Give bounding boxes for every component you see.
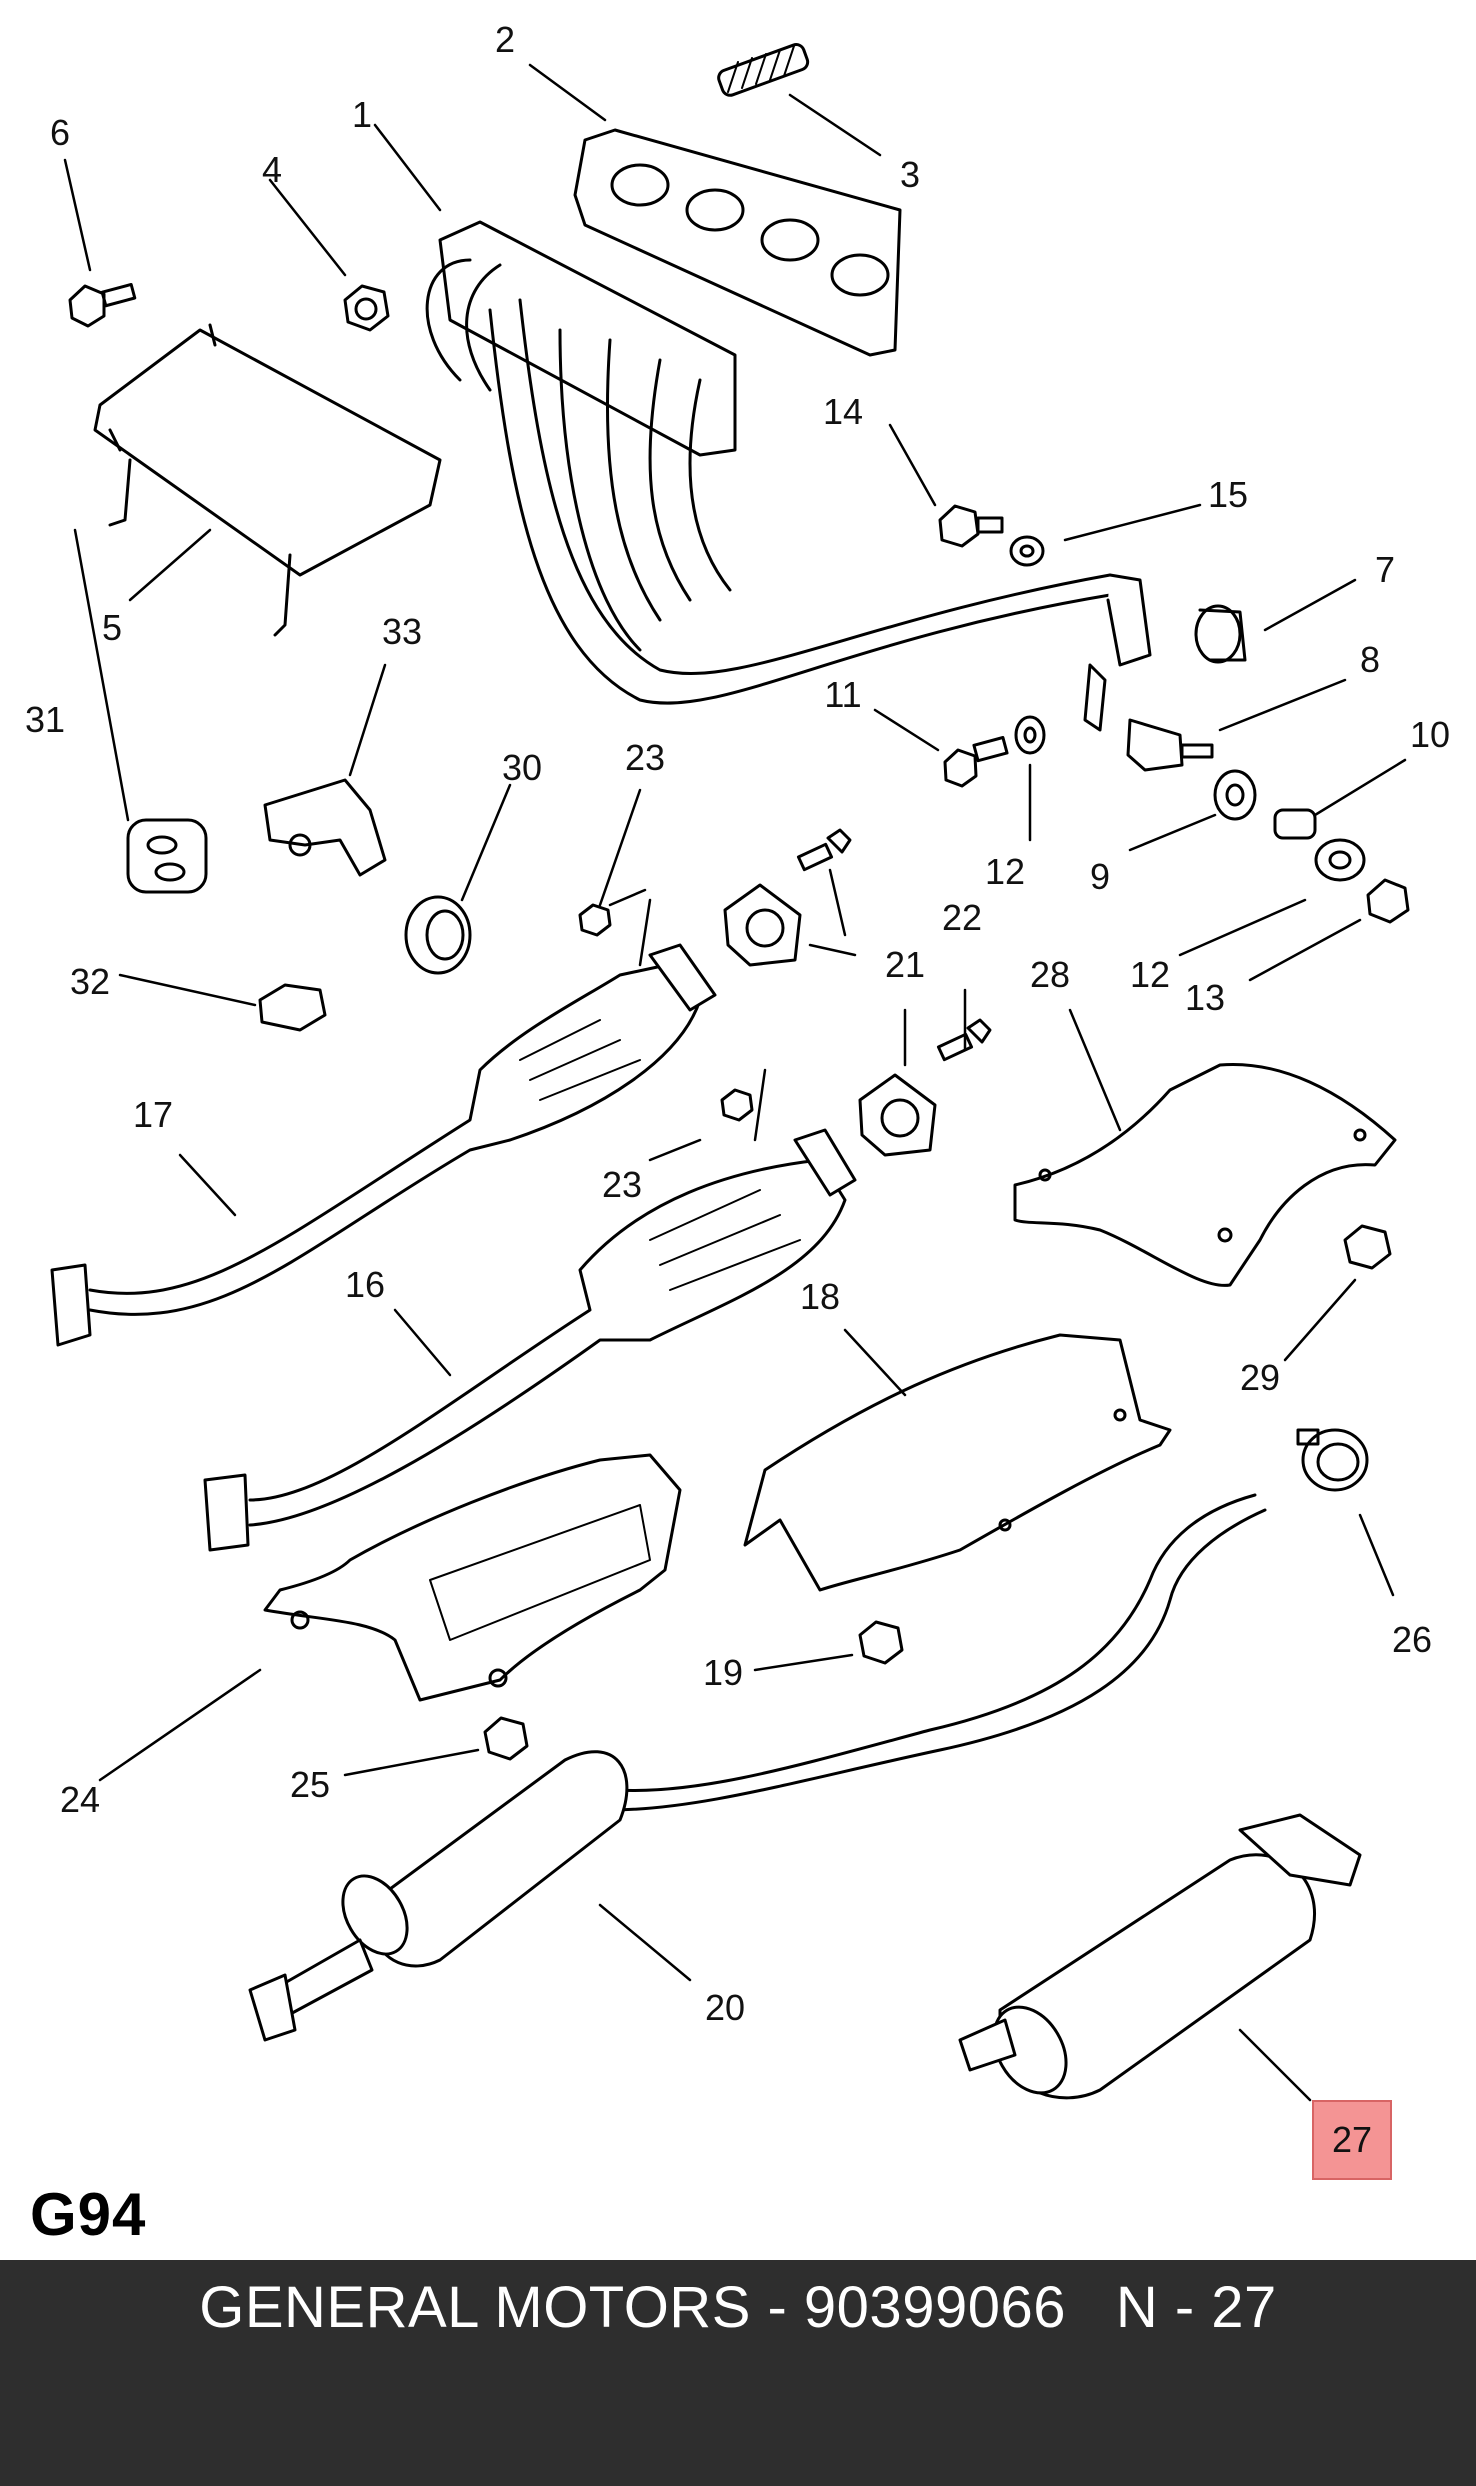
callout-25: 25 <box>289 1764 331 1805</box>
part-15-washer <box>1009 535 1045 567</box>
part-21-gasket <box>723 883 802 967</box>
part-19-nut <box>858 1620 904 1665</box>
callout-28: 28 <box>1029 954 1071 995</box>
callout-33: 33 <box>381 611 423 652</box>
part-31-rubber-mount <box>126 818 208 894</box>
callout-27-highlighted[interactable]: 27 <box>1312 2100 1392 2180</box>
callout-23b: 23 <box>601 1164 643 1205</box>
callout-19: 19 <box>702 1652 744 1693</box>
callout-18: 18 <box>799 1276 841 1317</box>
callout-1: 1 <box>351 94 373 135</box>
exhaust-parts-diagram <box>50 43 1410 2102</box>
part-11-bolt <box>943 736 1009 788</box>
callout-6: 6 <box>49 112 71 153</box>
part-16-pipe-catalyst <box>203 1128 857 1552</box>
part-23-nut <box>578 903 612 937</box>
part-26-clamp <box>1296 1428 1369 1492</box>
part-7-seal-ring <box>1194 604 1247 664</box>
part-3-stud <box>717 43 810 97</box>
callout-20: 20 <box>704 1987 746 2028</box>
part-22-bolt <box>796 828 852 872</box>
part-9-grommet <box>1213 769 1257 821</box>
part-24-heat-shield <box>263 1453 682 1702</box>
part-13-nut <box>1366 878 1410 924</box>
callout-3: 3 <box>899 154 921 195</box>
part-1-exhaust-manifold <box>425 220 1152 732</box>
callout-11: 11 <box>824 674 862 715</box>
callout-30: 30 <box>501 747 543 788</box>
part-5-heat-shield <box>93 323 442 637</box>
callout-17: 17 <box>132 1094 174 1135</box>
callout-8: 8 <box>1359 639 1381 680</box>
part-12-washer <box>1014 715 1046 755</box>
callout-12: 12 <box>984 851 1026 892</box>
callout-16: 16 <box>344 1264 386 1305</box>
part-27-rear-muffler <box>958 1813 1362 2100</box>
part-30-ring <box>404 895 472 975</box>
callout-26: 26 <box>1391 1619 1433 1660</box>
callout-14: 14 <box>822 391 864 432</box>
callout-13: 13 <box>1184 977 1226 1018</box>
part-17-front-pipe-catalyst <box>50 943 717 1347</box>
part-23b-nut <box>720 1088 754 1122</box>
part-2-manifold-gasket <box>573 128 902 357</box>
part-29-nut <box>1343 1224 1392 1270</box>
part-12b-washer <box>1314 838 1366 882</box>
part-8-bracket <box>1126 718 1214 772</box>
callout-5: 5 <box>101 607 123 648</box>
part-25-nut <box>483 1716 529 1761</box>
callout-31: 31 <box>24 699 66 740</box>
callout-21: 21 <box>884 944 926 985</box>
callout-7: 7 <box>1374 549 1396 590</box>
part-4-nut <box>343 284 390 332</box>
callout-4: 4 <box>261 149 283 190</box>
callout-23: 23 <box>624 737 666 778</box>
callout-29: 29 <box>1239 1357 1281 1398</box>
part-20-middle-muffler <box>248 1493 1267 2042</box>
callout-22: 22 <box>941 897 983 938</box>
callout-2: 2 <box>494 19 516 60</box>
callout-10: 10 <box>1409 714 1451 755</box>
callout-15: 15 <box>1207 474 1249 515</box>
part-10-sleeve <box>1273 808 1317 840</box>
callout-9: 9 <box>1089 856 1111 897</box>
part-14-bolt <box>938 504 1004 548</box>
leader-lines <box>63 63 1407 2102</box>
callout-12b: 12 <box>1129 954 1171 995</box>
part-6-bolt <box>68 282 137 328</box>
part-22b-bolt <box>936 1018 992 1062</box>
diagram-code: G94 <box>30 2181 147 2248</box>
part-21b-gasket <box>858 1073 937 1157</box>
part-33-bracket <box>263 778 387 877</box>
part-32-clip <box>258 983 327 1032</box>
footer-part-info: GENERAL MOTORS - 90399066 N - 27 <box>199 2275 1277 2340</box>
callout-32: 32 <box>69 961 111 1002</box>
part-28-heat-shield <box>1013 1062 1397 1287</box>
part-18-heat-shield <box>743 1333 1172 1592</box>
callout-24: 24 <box>59 1779 101 1820</box>
footer-bar: GENERAL MOTORS - 90399066 N - 27 <box>0 2260 1476 2486</box>
